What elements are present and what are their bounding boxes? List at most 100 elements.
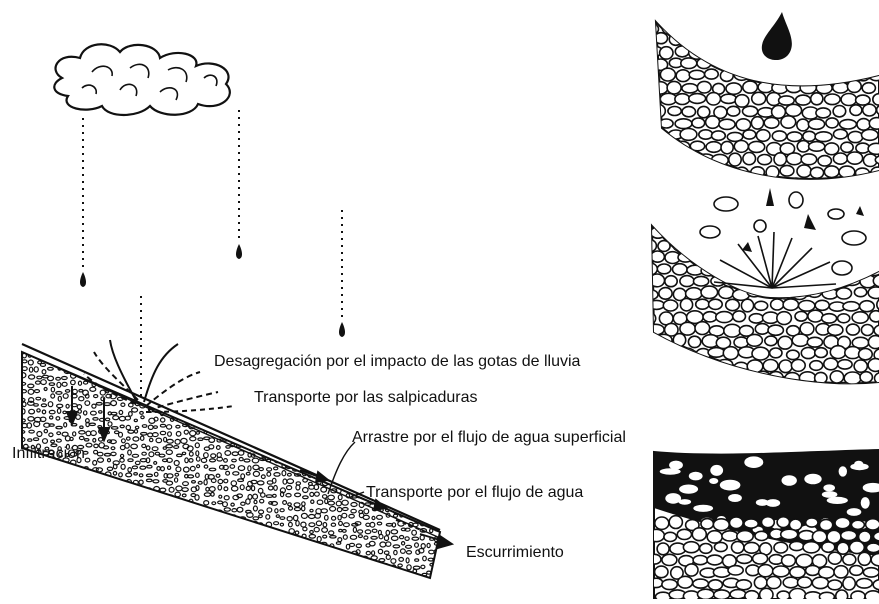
soil-pebble bbox=[231, 528, 237, 531]
soil-pebble bbox=[205, 353, 209, 357]
soil-aggregate bbox=[787, 350, 800, 359]
soil-pebble bbox=[126, 366, 132, 370]
soil-aggregate bbox=[777, 312, 792, 325]
soil-pebble bbox=[245, 417, 249, 421]
soil-aggregate bbox=[752, 92, 766, 104]
soil-pebble bbox=[306, 348, 312, 351]
soil-pebble bbox=[142, 488, 148, 492]
soil-pebble bbox=[189, 549, 193, 553]
soil-pebble bbox=[358, 375, 362, 380]
soil-aggregate bbox=[674, 216, 687, 226]
soil-pebble bbox=[36, 475, 39, 478]
soil-pebble bbox=[149, 361, 153, 364]
soil-pebble bbox=[168, 586, 172, 590]
soil-pebble bbox=[37, 573, 43, 576]
soil-pebble bbox=[77, 528, 80, 532]
soil-pebble bbox=[232, 376, 238, 379]
soil-pebble bbox=[231, 521, 235, 525]
sealed-crust-pore bbox=[709, 478, 718, 484]
soil-aggregate bbox=[712, 176, 726, 189]
soil-pebble bbox=[19, 517, 25, 520]
soil-pebble bbox=[155, 544, 162, 548]
soil-aggregate bbox=[793, 214, 806, 226]
soil-aggregate bbox=[726, 299, 740, 310]
soil-pebble bbox=[44, 495, 49, 499]
soil-aggregate bbox=[799, 274, 814, 286]
soil-pebble bbox=[275, 431, 280, 436]
soil-pebble bbox=[295, 340, 298, 344]
soil-pebble bbox=[351, 585, 357, 589]
soil-pebble bbox=[22, 577, 25, 582]
sealed-crust-pore bbox=[823, 484, 835, 491]
soil-pebble bbox=[342, 480, 348, 483]
soil-pebble bbox=[379, 418, 384, 420]
soil-pebble bbox=[202, 388, 206, 392]
soil-aggregate bbox=[792, 290, 806, 299]
soil-pebble bbox=[246, 384, 250, 387]
soil-pebble bbox=[197, 530, 200, 534]
soil-pebble bbox=[366, 455, 372, 458]
soil-pebble bbox=[72, 475, 75, 478]
soil-pebble bbox=[149, 495, 152, 500]
soil-aggregate bbox=[834, 129, 848, 139]
soil-pebble bbox=[224, 566, 230, 569]
soil-pebble bbox=[56, 544, 60, 549]
soil-pebble bbox=[248, 405, 251, 409]
soil-pebble bbox=[308, 571, 312, 574]
soil-pebble bbox=[118, 569, 121, 574]
soil-pebble bbox=[219, 586, 224, 590]
soil-pebble bbox=[92, 340, 97, 344]
soil-pebble bbox=[334, 416, 341, 419]
soil-aggregate bbox=[644, 313, 656, 325]
soil-pebble bbox=[295, 565, 301, 569]
soil-pebble bbox=[120, 354, 124, 359]
soil-pebble bbox=[98, 559, 101, 563]
soil-pebble bbox=[168, 405, 172, 408]
soil-pebble bbox=[350, 467, 354, 471]
soil-pebble bbox=[279, 444, 284, 448]
soil-pebble bbox=[34, 577, 40, 581]
soil-pebble bbox=[201, 522, 207, 526]
soil-aggregate bbox=[693, 556, 707, 565]
soil-pebble bbox=[310, 417, 313, 422]
soil-aggregate bbox=[786, 104, 802, 116]
soil-pebble bbox=[92, 565, 98, 568]
soil-aggregate bbox=[698, 35, 714, 47]
soil-aggregate bbox=[810, 361, 823, 371]
soil-pebble bbox=[434, 341, 440, 345]
soil-pebble bbox=[288, 438, 293, 442]
soil-pebble bbox=[407, 411, 414, 413]
soil-pebble bbox=[42, 481, 47, 486]
soil-pebble bbox=[259, 438, 263, 441]
soil-pebble bbox=[281, 577, 285, 580]
soil-pebble bbox=[177, 544, 181, 547]
soil-pebble bbox=[258, 587, 264, 590]
soil-pebble bbox=[34, 523, 39, 526]
soil-pebble bbox=[372, 424, 378, 427]
soil-pebble bbox=[359, 410, 363, 412]
soil-aggregate bbox=[761, 241, 778, 252]
soil-pebble bbox=[134, 564, 139, 567]
label-transporte-salpicaduras: Transporte por las salpicaduras bbox=[254, 389, 478, 406]
soil-pebble bbox=[413, 346, 420, 349]
soil-aggregate bbox=[676, 70, 690, 82]
soil-aggregate bbox=[744, 519, 758, 528]
soil-pebble bbox=[56, 549, 60, 553]
soil-aggregate bbox=[675, 94, 690, 105]
soil-pebble bbox=[216, 425, 221, 428]
soil-pebble bbox=[89, 495, 95, 500]
soil-aggregate bbox=[655, 566, 668, 578]
soil-pebble bbox=[233, 572, 237, 577]
soil-aggregate bbox=[648, 554, 661, 564]
soil-aggregate bbox=[756, 130, 770, 142]
soil-pebble bbox=[69, 359, 75, 364]
soil-pebble bbox=[301, 586, 307, 591]
soil-aggregate bbox=[686, 288, 702, 300]
soil-pebble bbox=[232, 348, 236, 352]
soil-pebble bbox=[246, 440, 251, 443]
soil-pebble bbox=[414, 382, 420, 386]
soil-pebble bbox=[62, 480, 68, 483]
soil-pebble bbox=[105, 502, 111, 506]
soil-pebble bbox=[321, 571, 325, 576]
soil-pebble bbox=[309, 459, 314, 463]
